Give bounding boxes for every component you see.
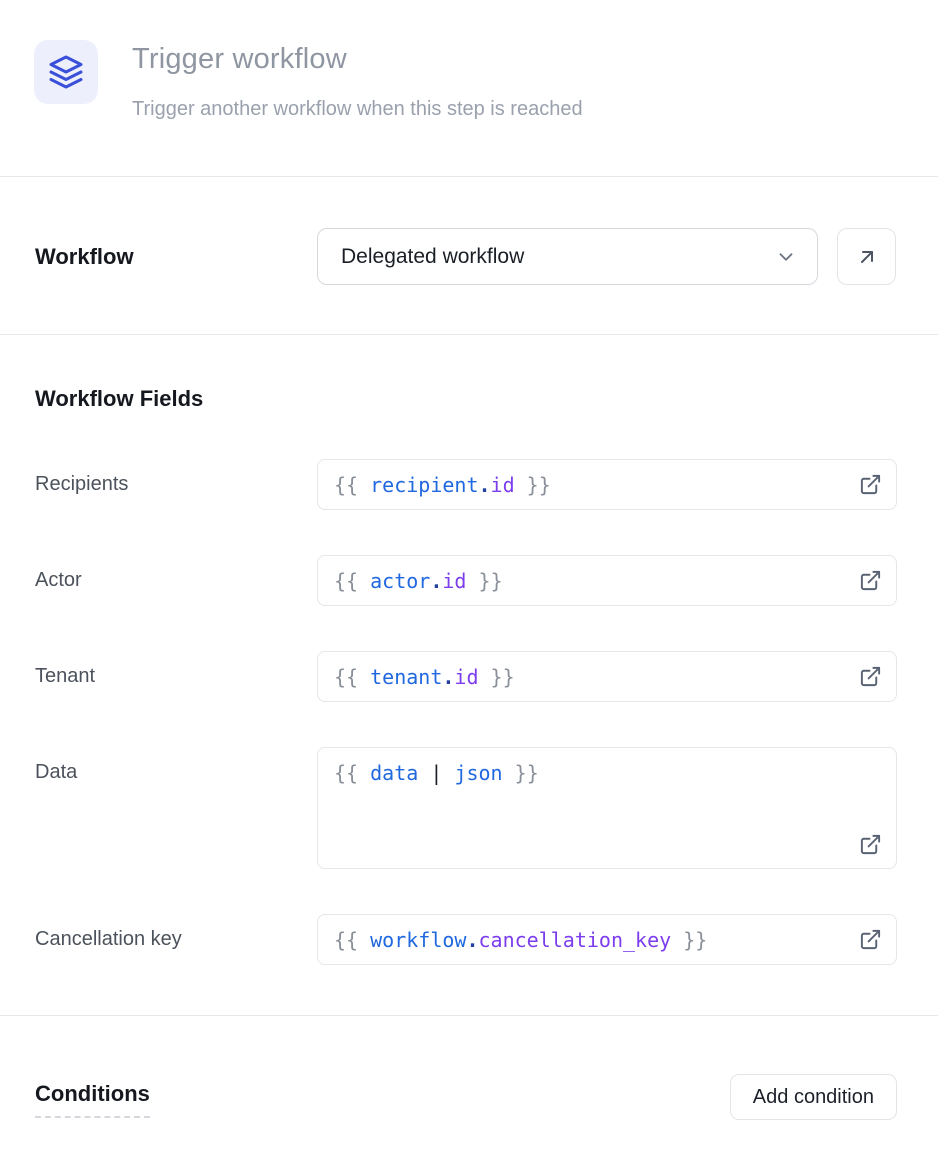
workflow-field-value: {{ recipient.id }} xyxy=(334,473,851,497)
chevron-down-icon xyxy=(775,246,797,268)
workflow-field-row: Data {{ data | json }} xyxy=(35,747,897,869)
workflow-label: Workflow xyxy=(35,244,317,270)
workflow-field-input[interactable]: {{ recipient.id }} xyxy=(317,459,897,510)
workflow-field-input[interactable]: {{ workflow.cancellation_key }} xyxy=(317,914,897,965)
workflow-field-value: {{ tenant.id }} xyxy=(334,665,851,689)
workflow-field-row: Tenant {{ tenant.id }} xyxy=(35,651,897,702)
workflow-selector-row: Workflow Delegated workflow xyxy=(0,177,938,335)
workflow-field-input[interactable]: {{ actor.id }} xyxy=(317,555,897,606)
workflow-field-label: Cancellation key xyxy=(35,928,317,951)
external-link-icon[interactable] xyxy=(859,665,882,688)
conditions-heading: Conditions xyxy=(35,1081,150,1118)
step-header: Trigger workflow Trigger another workflo… xyxy=(0,0,938,177)
arrow-up-right-icon xyxy=(855,245,879,269)
workflow-field-label: Tenant xyxy=(35,665,317,688)
workflow-fields-list: Recipients {{ recipient.id }} Actor {{ a… xyxy=(35,459,897,965)
step-icon-box xyxy=(34,40,98,104)
workflow-field-label: Actor xyxy=(35,569,317,592)
workflow-field-value: {{ workflow.cancellation_key }} xyxy=(334,928,851,952)
open-workflow-button[interactable] xyxy=(837,228,896,285)
workflow-field-row: Actor {{ actor.id }} xyxy=(35,555,897,606)
external-link-icon[interactable] xyxy=(859,928,882,951)
workflow-field-input[interactable]: {{ data | json }} xyxy=(317,747,897,869)
workflow-select-value: Delegated workflow xyxy=(341,245,775,269)
workflow-field-value: {{ data | json }} xyxy=(334,761,882,785)
layers-icon xyxy=(48,54,84,90)
external-link-icon[interactable] xyxy=(859,473,882,496)
workflow-field-row: Cancellation key {{ workflow.cancellatio… xyxy=(35,914,897,965)
add-condition-button[interactable]: Add condition xyxy=(730,1074,897,1120)
conditions-section: Conditions Add condition xyxy=(0,1016,938,1120)
page-subtitle: Trigger another workflow when this step … xyxy=(132,98,583,121)
workflow-field-label: Recipients xyxy=(35,473,317,496)
external-link-icon[interactable] xyxy=(859,833,882,856)
external-link-icon[interactable] xyxy=(859,569,882,592)
workflow-field-input[interactable]: {{ tenant.id }} xyxy=(317,651,897,702)
workflow-fields-heading: Workflow Fields xyxy=(35,385,897,412)
workflow-fields-section: Workflow Fields Recipients {{ recipient.… xyxy=(0,335,938,1016)
workflow-field-row: Recipients {{ recipient.id }} xyxy=(35,459,897,510)
page-title: Trigger workflow xyxy=(132,42,583,77)
workflow-field-label: Data xyxy=(35,747,317,784)
step-header-text: Trigger workflow Trigger another workflo… xyxy=(132,40,583,121)
workflow-field-value: {{ actor.id }} xyxy=(334,569,851,593)
workflow-select[interactable]: Delegated workflow xyxy=(317,228,818,285)
